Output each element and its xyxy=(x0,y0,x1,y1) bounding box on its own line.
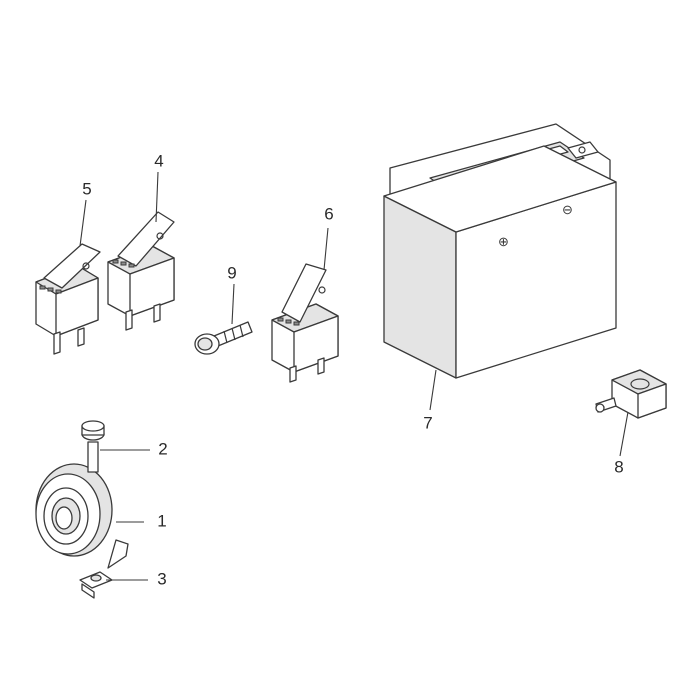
callout-8: 8 xyxy=(614,457,623,476)
horn-part-1 xyxy=(35,463,129,569)
callout-4: 4 xyxy=(154,151,163,170)
svg-text:⊖: ⊖ xyxy=(562,202,573,217)
callout-7: 7 xyxy=(423,413,432,432)
bolt-part-9 xyxy=(194,321,253,355)
callout-3: 3 xyxy=(157,569,166,588)
battery-part-7: ⊕ ⊖ xyxy=(383,123,617,379)
svg-text:⊕: ⊕ xyxy=(498,234,509,249)
bolt-part-2 xyxy=(81,420,105,473)
leader-line-7 xyxy=(429,369,437,411)
callout-6: 6 xyxy=(324,204,333,223)
relay-part-5 xyxy=(35,243,101,355)
leader-line-9 xyxy=(231,283,235,325)
relay-part-6 xyxy=(271,263,339,383)
leader-line-5 xyxy=(79,199,87,247)
leader-line-8 xyxy=(619,411,629,457)
callout-5: 5 xyxy=(82,179,91,198)
callout-9: 9 xyxy=(227,263,236,282)
callout-2: 2 xyxy=(158,439,167,458)
relay-part-4 xyxy=(107,211,175,331)
sensor-part-8 xyxy=(595,369,667,419)
leader-line-4 xyxy=(155,171,159,223)
clip-nut-part-3 xyxy=(79,571,113,599)
leader-line-6 xyxy=(323,227,329,271)
callout-1: 1 xyxy=(157,511,166,530)
